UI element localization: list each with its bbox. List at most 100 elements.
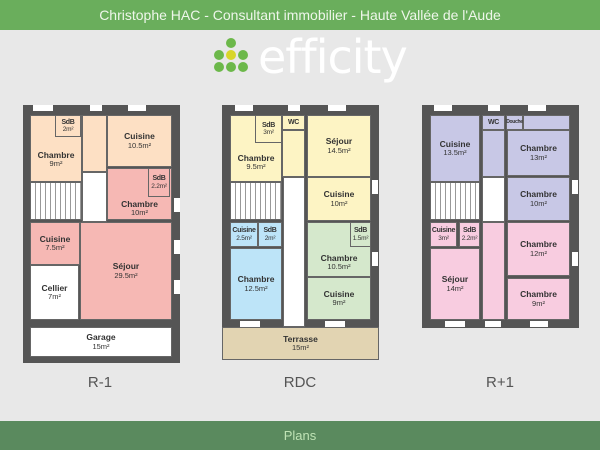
window (240, 321, 260, 327)
room-area: 10.5m² (327, 262, 351, 272)
window (434, 105, 452, 111)
room-name: Séjour (325, 136, 353, 147)
room-name: Cuisine (323, 189, 355, 200)
window (372, 180, 378, 194)
room-name: WC (287, 118, 300, 126)
room-name: Chambre (320, 252, 358, 263)
room-name: Terrasse (283, 333, 318, 344)
room-name: SdB (261, 121, 276, 129)
room-area: 12.5m² (244, 283, 268, 293)
window (174, 240, 180, 254)
logo-wordmark: efficity (258, 30, 408, 84)
room-name: Séjour (112, 261, 140, 272)
corridor (82, 115, 107, 172)
window (372, 252, 378, 266)
staircase (230, 182, 282, 220)
staircase (430, 182, 480, 220)
window (33, 105, 53, 111)
room-area: 3m² (263, 129, 274, 137)
efficity-logo: efficity (212, 30, 408, 84)
room-area: 15m² (92, 341, 110, 351)
window (572, 252, 578, 266)
window (174, 280, 180, 294)
room-area: 14.5m² (327, 145, 351, 155)
window (174, 198, 180, 212)
room: WC (482, 115, 505, 130)
room-area: 2.2m² (151, 182, 167, 190)
level-label-rdc: RDC (283, 374, 317, 391)
room-name: WC (487, 118, 500, 126)
room-area: 7m² (48, 292, 61, 302)
room-area: 13m² (529, 152, 548, 162)
room-area: 9m² (532, 298, 545, 308)
room-name: Garage (86, 332, 116, 343)
room-area: 29.5m² (114, 270, 138, 280)
room-name: Cuisine (323, 288, 355, 299)
room-name: Chambre (237, 152, 275, 163)
window (325, 321, 345, 327)
room-area: 7.5m² (45, 243, 65, 253)
room-area: 2m² (264, 234, 276, 242)
room-area: 9m² (332, 298, 346, 308)
room-name: SdB (152, 175, 166, 183)
room-area: 13.5m² (443, 148, 467, 158)
room-name: SdB (462, 227, 477, 235)
window (328, 105, 346, 111)
room-area: 10m² (330, 198, 348, 208)
corridor (283, 177, 305, 327)
corridor (82, 172, 107, 222)
corridor (523, 115, 570, 130)
window (528, 105, 546, 111)
room-name: Chambre (237, 274, 275, 285)
staircase (30, 182, 82, 220)
window (485, 321, 501, 327)
corridor (482, 222, 505, 320)
room-area: 10.5m² (127, 140, 152, 150)
room-name: Chambre (121, 198, 158, 209)
room-name: SdB (61, 118, 75, 126)
window (572, 180, 578, 194)
room-area: 3m² (438, 234, 449, 242)
room-area: 10m² (130, 208, 149, 218)
corridor (282, 130, 305, 177)
room-area: 12m² (529, 248, 548, 258)
level-label-r-1: R-1 (87, 374, 113, 391)
room-name: Cuisine (431, 227, 456, 235)
room-name: Chambre (520, 189, 557, 200)
header-title: Christophe HAC - Consultant immobilier -… (0, 0, 600, 30)
window (530, 321, 548, 327)
room-name: Cuisine (124, 131, 155, 142)
room-name: Cuisine (232, 227, 256, 235)
room-area: 2.2m² (461, 234, 478, 242)
room-area: 14m² (446, 283, 464, 293)
room-name: Cuisine (39, 233, 71, 244)
footer-plans-label: Plans (0, 421, 600, 450)
room-area: 15m² (291, 343, 310, 353)
corridor (482, 177, 505, 222)
window (90, 105, 102, 111)
room-area: 1.5m² (352, 234, 369, 242)
room: WC (282, 115, 305, 130)
room-area: 10m² (529, 198, 548, 208)
level-label-r-plus-1: R+1 (486, 374, 514, 391)
room-name: Chambre (37, 149, 75, 160)
room-name: SdB (353, 227, 368, 235)
room-name: Chambre (520, 143, 557, 154)
room-name: Séjour (441, 274, 469, 285)
